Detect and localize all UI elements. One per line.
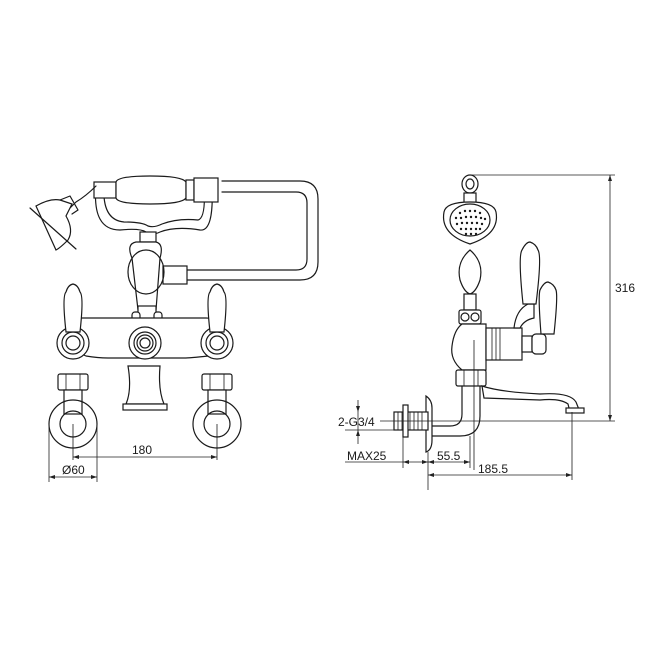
dim-flange-diameter-label: Ø60 xyxy=(62,463,85,477)
spout-side xyxy=(481,385,581,413)
spout-outlet xyxy=(125,365,165,405)
valve-body-side xyxy=(451,323,487,371)
dim-spout-projection-label: 185.5 xyxy=(478,462,509,476)
dim-centers-label: 180 xyxy=(132,443,153,457)
lever-handle-short[interactable] xyxy=(538,281,558,335)
lever-handle-left[interactable] xyxy=(63,283,83,333)
front-dimensions xyxy=(48,424,217,482)
side-dimensions xyxy=(345,174,615,490)
lever-handle-right[interactable] xyxy=(207,283,227,333)
wall-flange xyxy=(425,394,433,453)
lever-handle-tall[interactable] xyxy=(519,241,541,305)
handset-grip xyxy=(115,175,187,205)
dim-inlet-thread-label: 2-G3/4 xyxy=(338,415,375,429)
dim-max-wall-label: MAX25 xyxy=(347,449,387,463)
shower-head-face xyxy=(442,201,498,245)
diverter-body xyxy=(129,241,162,311)
dim-height-label: 316 xyxy=(615,281,636,295)
front-view xyxy=(29,175,319,460)
diverter-cylinder xyxy=(485,327,523,361)
shower-head xyxy=(35,199,73,251)
handset-grip-side xyxy=(458,249,482,295)
shower-holes xyxy=(454,209,487,236)
side-view xyxy=(393,174,585,480)
handset-collar-right xyxy=(193,177,219,203)
hose-connector xyxy=(162,265,188,285)
dim-wall-to-body-label: 55.5 xyxy=(437,449,461,463)
handset-collar-left xyxy=(93,181,117,199)
